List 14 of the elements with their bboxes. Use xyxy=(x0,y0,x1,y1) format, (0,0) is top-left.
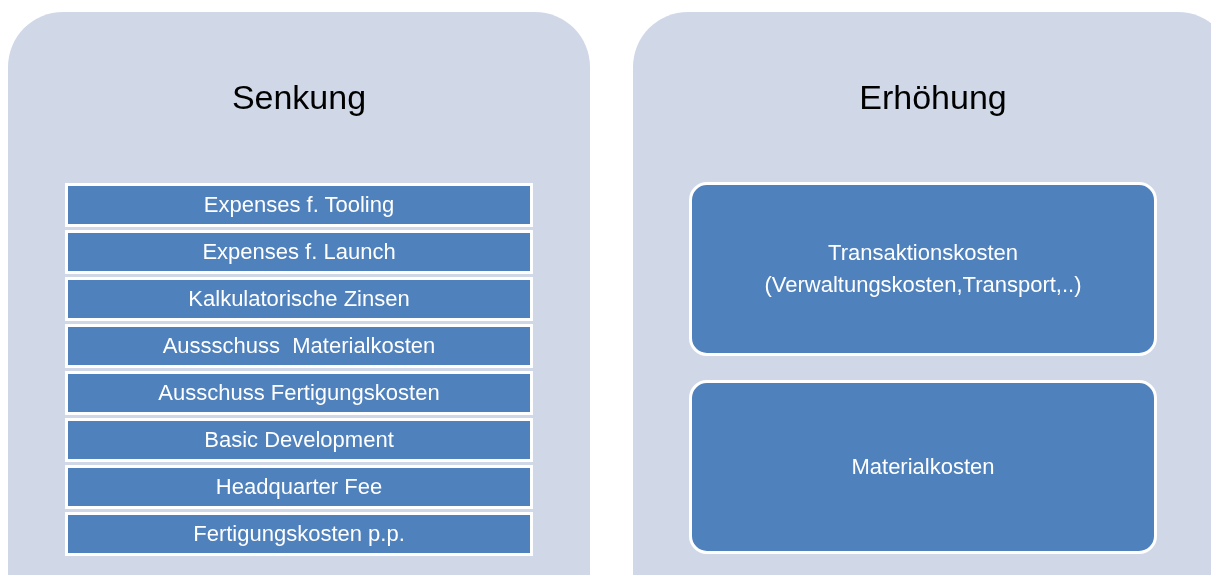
cost-box: Kalkulatorische Zinsen xyxy=(65,277,533,321)
panel-heading: Erhöhung xyxy=(859,78,1007,116)
cost-box: Headquarter Fee xyxy=(65,465,533,509)
panel-heading: Senkung xyxy=(231,78,367,116)
cost-box: Ausschuss Fertigungskosten xyxy=(65,371,533,415)
cost-box: Transaktionskosten (Verwaltungskosten,Transport,..) xyxy=(689,182,1157,356)
group-panel xyxy=(633,12,1211,575)
cost-box: Basic Development xyxy=(65,418,533,462)
group-panel xyxy=(8,12,590,575)
cost-box: Expenses f. Launch xyxy=(65,230,533,274)
cost-box: Aussschuss Materialkosten xyxy=(65,324,533,368)
cost-box: Expenses f. Tooling xyxy=(65,183,533,227)
cost-box: Fertigungskosten p.p. xyxy=(65,512,533,556)
cost-box: Materialkosten xyxy=(689,380,1157,554)
